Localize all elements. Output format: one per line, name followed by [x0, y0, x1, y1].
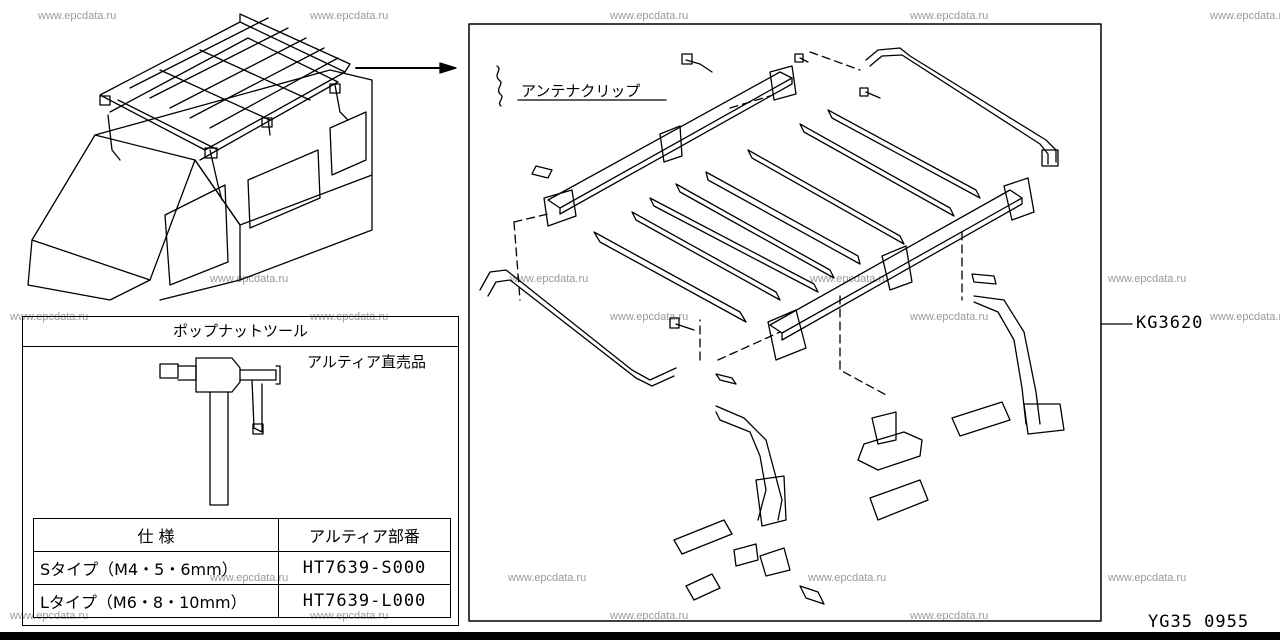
roof-rack-icon: [479, 47, 1065, 605]
clip-symbol-icon: [496, 65, 667, 107]
watermark: www.epcdata.ru: [610, 10, 689, 22]
watermark: www.epcdata.ru: [310, 311, 389, 323]
tool-spec-table: 仕 様 アルティア部番 Sタイプ（M4・5・6mm） HT7639-S000 L…: [33, 518, 451, 618]
table-cell-spec: Sタイプ（M4・5・6mm）: [33, 551, 279, 585]
watermark: www.epcdata.ru: [610, 311, 689, 323]
table-row: Lタイプ（M6・8・10mm） HT7639-L000: [33, 584, 451, 618]
car-roof-icon: [27, 13, 373, 301]
part-code: KG3620: [1136, 313, 1204, 333]
watermark: www.epcdata.ru: [510, 273, 589, 285]
watermark: www.epcdata.ru: [38, 10, 117, 22]
table-header-part: アルティア部番: [278, 518, 451, 552]
table-header-row: 仕 様 アルティア部番: [33, 518, 451, 552]
watermark: www.epcdata.ru: [508, 572, 587, 584]
table-cell-spec: Lタイプ（M6・8・10mm）: [33, 584, 279, 618]
diagram-frame: [468, 23, 1102, 622]
watermark: www.epcdata.ru: [910, 311, 989, 323]
watermark: www.epcdata.ru: [1108, 572, 1187, 584]
antenna-clip-label: アンテナクリップ: [521, 82, 641, 100]
watermark: www.epcdata.ru: [610, 610, 689, 622]
watermark: www.epcdata.ru: [808, 572, 887, 584]
figure-code: YG35 0955: [1148, 612, 1250, 632]
pop-nut-tool-icon: [159, 357, 281, 506]
bottom-border: [0, 632, 1280, 640]
watermark: www.epcdata.ru: [310, 10, 389, 22]
watermark: www.epcdata.ru: [10, 311, 89, 323]
watermark: www.epcdata.ru: [1108, 273, 1187, 285]
table-header-spec: 仕 様: [33, 518, 279, 552]
pop-nut-tool-panel: ポップナットツール アルティア直売品 仕 様 アルティア部番 Sタイプ（M4・5…: [22, 316, 459, 626]
tool-note: アルティア直売品: [307, 353, 426, 371]
arrow-right-icon: [355, 62, 457, 74]
table-cell-part: HT7639-S000: [278, 551, 451, 585]
watermark: www.epcdata.ru: [910, 10, 989, 22]
table-cell-part: HT7639-L000: [278, 584, 451, 618]
watermark: www.epcdata.ru: [1210, 10, 1280, 22]
tool-panel-title: ポップナットツール: [23, 317, 458, 347]
watermark: www.epcdata.ru: [1210, 311, 1280, 323]
table-row: Sタイプ（M4・5・6mm） HT7639-S000: [33, 551, 451, 585]
watermark: www.epcdata.ru: [910, 610, 989, 622]
